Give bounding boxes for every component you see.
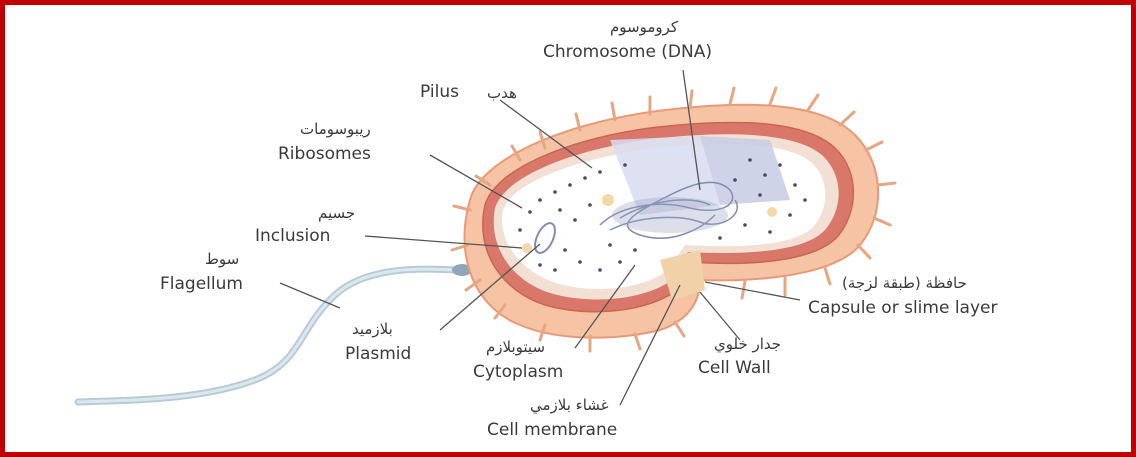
cell-wall-label-en: Cell Wall — [698, 360, 771, 377]
ribosomes-label-en: Ribosomes — [278, 146, 371, 163]
plasmid-label-ar: بلازميد — [352, 322, 393, 337]
inclusion-label-ar: جسيم — [318, 206, 355, 221]
ribosomes-label-ar: ريبوسومات — [300, 122, 371, 137]
pilus-label-en: Pilus — [420, 84, 459, 101]
pilus-label-ar: هدب — [487, 86, 517, 101]
cell-membrane-label-ar: غشاء بلازمي — [530, 398, 609, 413]
flagellum — [78, 269, 455, 402]
cytoplasm-label-ar: سيتوبلازم — [486, 340, 545, 355]
flagellum-label-en: Flagellum — [160, 276, 243, 293]
chromosome-label-ar: كروموسوم — [610, 20, 678, 35]
cytoplasm-label-en: Cytoplasm — [473, 364, 563, 381]
plasmid-label-en: Plasmid — [345, 346, 411, 363]
cell-membrane-label-en: Cell membrane — [487, 422, 617, 439]
cell-wall-label-ar: جدار خلوي — [714, 337, 781, 352]
capsule-label-ar: حافظة (طبقة لزجة) — [842, 276, 967, 291]
inclusion-label-en: Inclusion — [255, 228, 330, 245]
flagellum-label-ar: سوط — [205, 252, 239, 267]
capsule-label-en: Capsule or slime layer — [808, 300, 997, 317]
chromosome-label-en: Chromosome (DNA) — [543, 44, 712, 61]
